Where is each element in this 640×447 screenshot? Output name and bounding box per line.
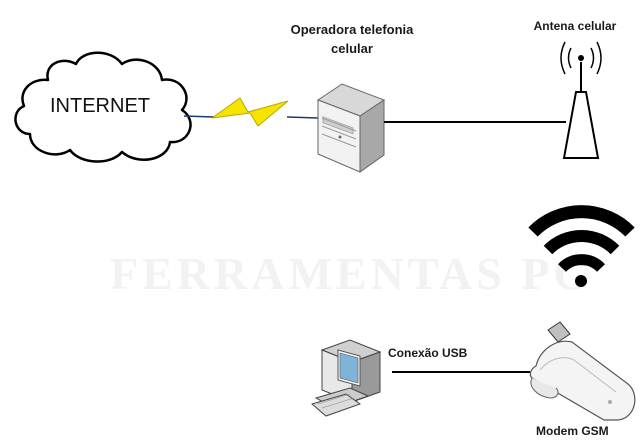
operadora-label: Operadora telefonia celular [262,20,442,58]
antenna-icon [560,41,602,159]
internet-label: INTERNET [50,95,150,117]
watermark-text: FERRAMENTAS PC [110,248,591,299]
operadora-label-line1: Operadora telefonia [290,22,414,37]
usb-modem-icon [529,321,636,421]
wifi-signal-icon [528,205,635,287]
computer-icon [310,339,382,417]
lightning-link [183,97,319,127]
cloud-icon [14,51,192,163]
modem-label: Modem GSM [536,424,609,438]
antena-label: Antena celular [533,19,617,33]
usb-connection-label: Conexão USB [388,346,468,360]
operadora-label-line2: celular [331,41,373,56]
server-icon [316,83,386,173]
